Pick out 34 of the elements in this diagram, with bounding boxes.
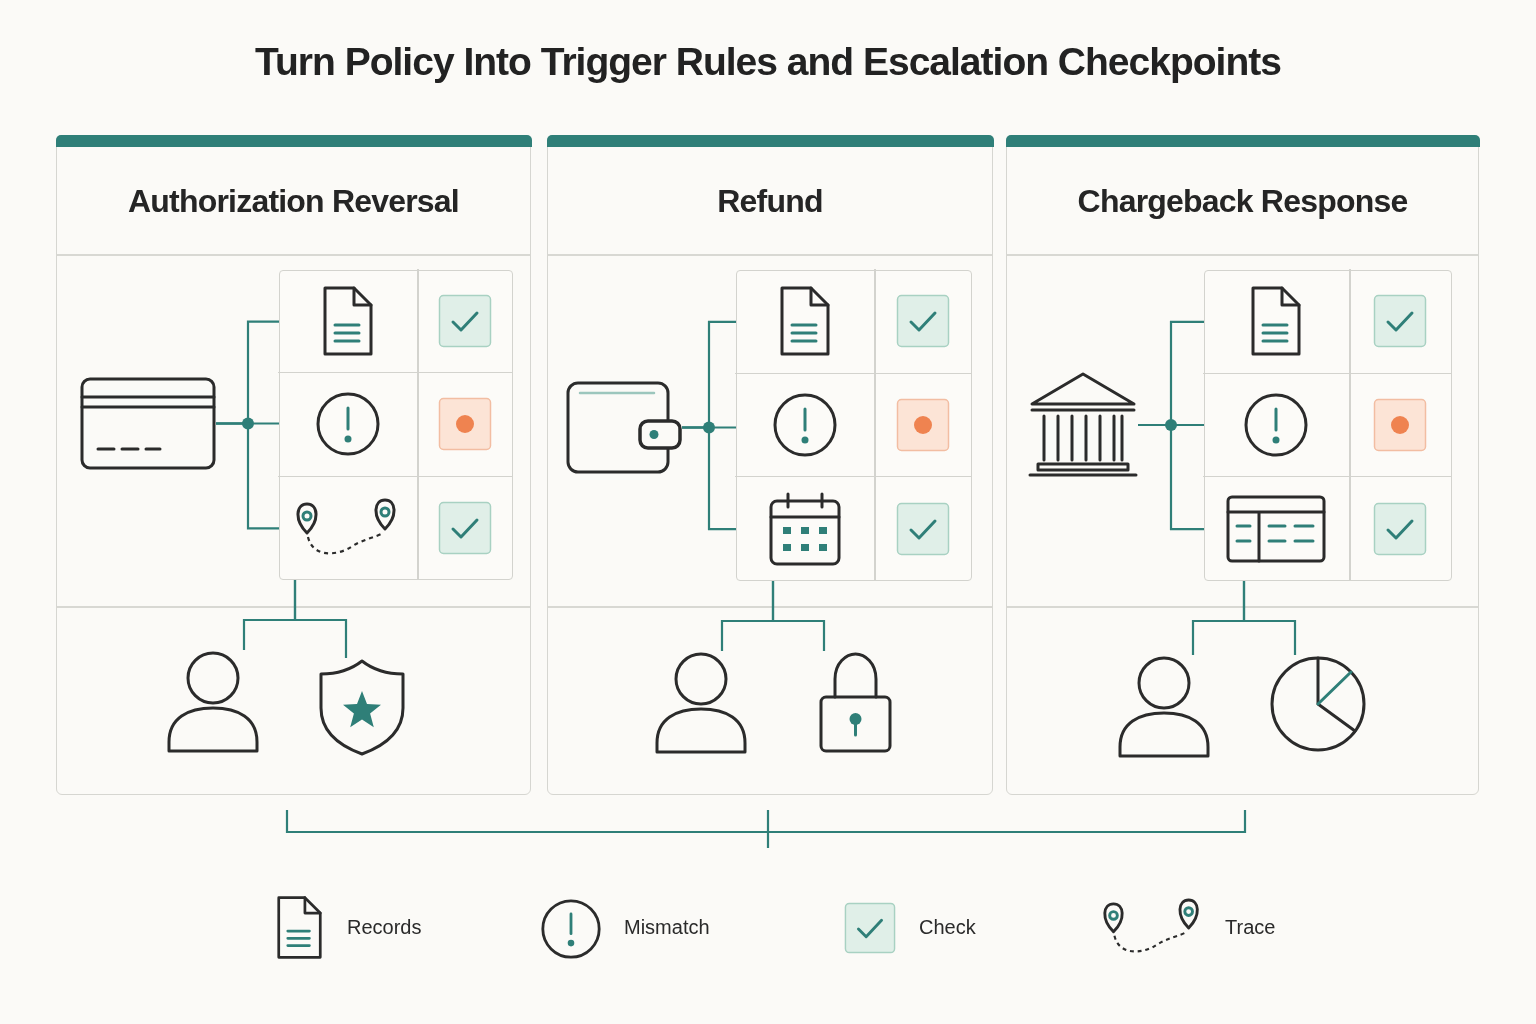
person-icon bbox=[1116, 654, 1211, 759]
connector-line bbox=[216, 422, 279, 530]
panel-title: Refund bbox=[717, 182, 823, 220]
credit-card-icon bbox=[79, 376, 216, 470]
panel-title: Chargeback Response bbox=[1077, 182, 1408, 220]
lock-icon bbox=[817, 650, 893, 754]
checklist-row bbox=[278, 475, 512, 579]
person-icon bbox=[165, 649, 260, 754]
person-icon bbox=[653, 650, 748, 755]
diagram-title: Turn Policy Into Trigger Rules and Escalation Checkpoints bbox=[255, 40, 1281, 83]
checklist-grid bbox=[278, 269, 513, 580]
checklist-row bbox=[735, 372, 971, 477]
checklist-row bbox=[1203, 372, 1451, 477]
checklist-grid bbox=[1203, 269, 1452, 581]
pie-chart-icon bbox=[1268, 654, 1367, 753]
bank-icon bbox=[1027, 371, 1138, 478]
checklist-row bbox=[735, 476, 971, 580]
wallet-icon bbox=[565, 380, 682, 474]
connector-line bbox=[771, 581, 826, 651]
checklist-grid bbox=[735, 269, 972, 581]
connector-line bbox=[293, 580, 348, 658]
legend-label: Records bbox=[347, 916, 422, 939]
connector-line bbox=[1242, 581, 1297, 655]
checklist-row bbox=[278, 372, 512, 476]
legend-label: Trace bbox=[1225, 916, 1276, 939]
panel-card bbox=[547, 135, 993, 795]
panel-title: Authorization Reversal bbox=[128, 182, 459, 220]
legend-label: Mismatch bbox=[624, 916, 710, 939]
panel-card bbox=[1006, 135, 1479, 795]
connector-line bbox=[682, 426, 736, 531]
legend-label: Check bbox=[919, 916, 976, 939]
shield-icon bbox=[317, 657, 406, 757]
checklist-row bbox=[1203, 476, 1451, 580]
panel-card bbox=[56, 135, 531, 795]
